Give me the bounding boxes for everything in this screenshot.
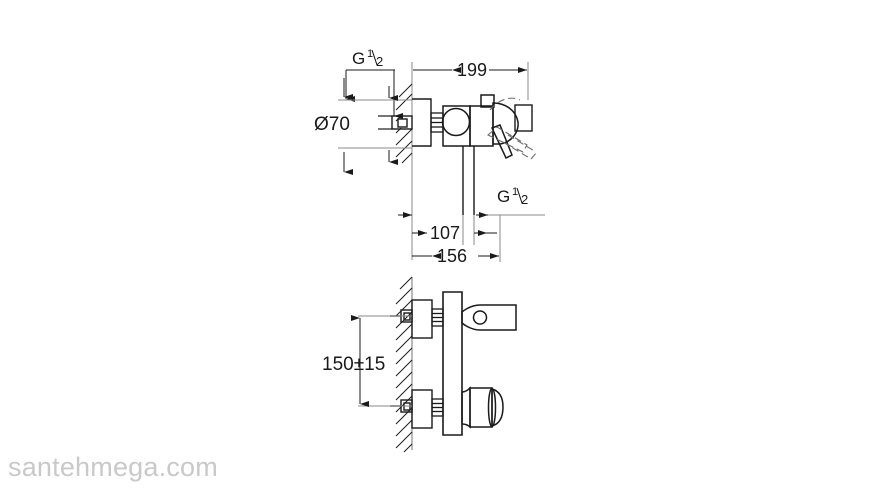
upper-side-elevation-view: G 1 2 Ø70: [314, 48, 545, 266]
mixer-body-upper: [441, 94, 495, 147]
dimension-label-g-half-upper-num: 1: [367, 48, 373, 60]
dimension-199: 199: [413, 60, 529, 100]
dimension-107: 107: [398, 212, 497, 245]
dimension-g-half-lower: G 1 2: [476, 186, 545, 218]
dimension-label-156: 156: [437, 246, 467, 266]
lever-handle-phantom-upper: [487, 97, 538, 160]
dimension-label-g-half-upper-g: G: [352, 49, 365, 68]
lever-handle-upper: [487, 97, 538, 160]
escutcheon-upper-lower-view: [390, 299, 433, 339]
wall-hatching-lower: [395, 276, 413, 453]
inlet-pipe-upper: [378, 115, 392, 130]
dimension-150-plusminus-15: 150±15: [322, 315, 412, 407]
outlet-pipe-upper: [462, 146, 475, 215]
dimension-label-107: 107: [430, 223, 460, 243]
dimension-label-g-half-lower-num: 1: [512, 186, 518, 198]
union-nut-upper-lower-view: [431, 308, 444, 327]
mixer-body-lower-view: [442, 291, 463, 436]
lower-front-elevation-view: 150±15: [322, 276, 517, 453]
dimension-diameter-70: Ø70: [314, 78, 412, 175]
union-nut-upper: [430, 112, 444, 133]
dimension-g-half-upper: G 1 2: [345, 48, 403, 119]
union-nut-lower-lower-view: [431, 398, 444, 417]
lever-handle-lower-view: [461, 304, 517, 331]
dimension-label-g-half-lower-g: G: [497, 187, 510, 206]
diverter-knob-lower-view: [461, 386, 504, 429]
dimension-label-150-plusminus-15: 150±15: [322, 354, 385, 375]
dimension-label-g-half-lower-den: 2: [521, 192, 528, 207]
wall-upper: [395, 62, 413, 260]
dimension-label-diameter-70: Ø70: [314, 114, 350, 135]
watermark-santehmega: santehmega.com: [8, 452, 218, 482]
wall-lower: [395, 276, 413, 453]
dimension-label-199: 199: [457, 60, 487, 80]
dimension-label-g-half-upper-den: 2: [376, 54, 383, 69]
dimension-156: 156: [412, 215, 501, 266]
wall-hatching-upper: [395, 83, 413, 164]
